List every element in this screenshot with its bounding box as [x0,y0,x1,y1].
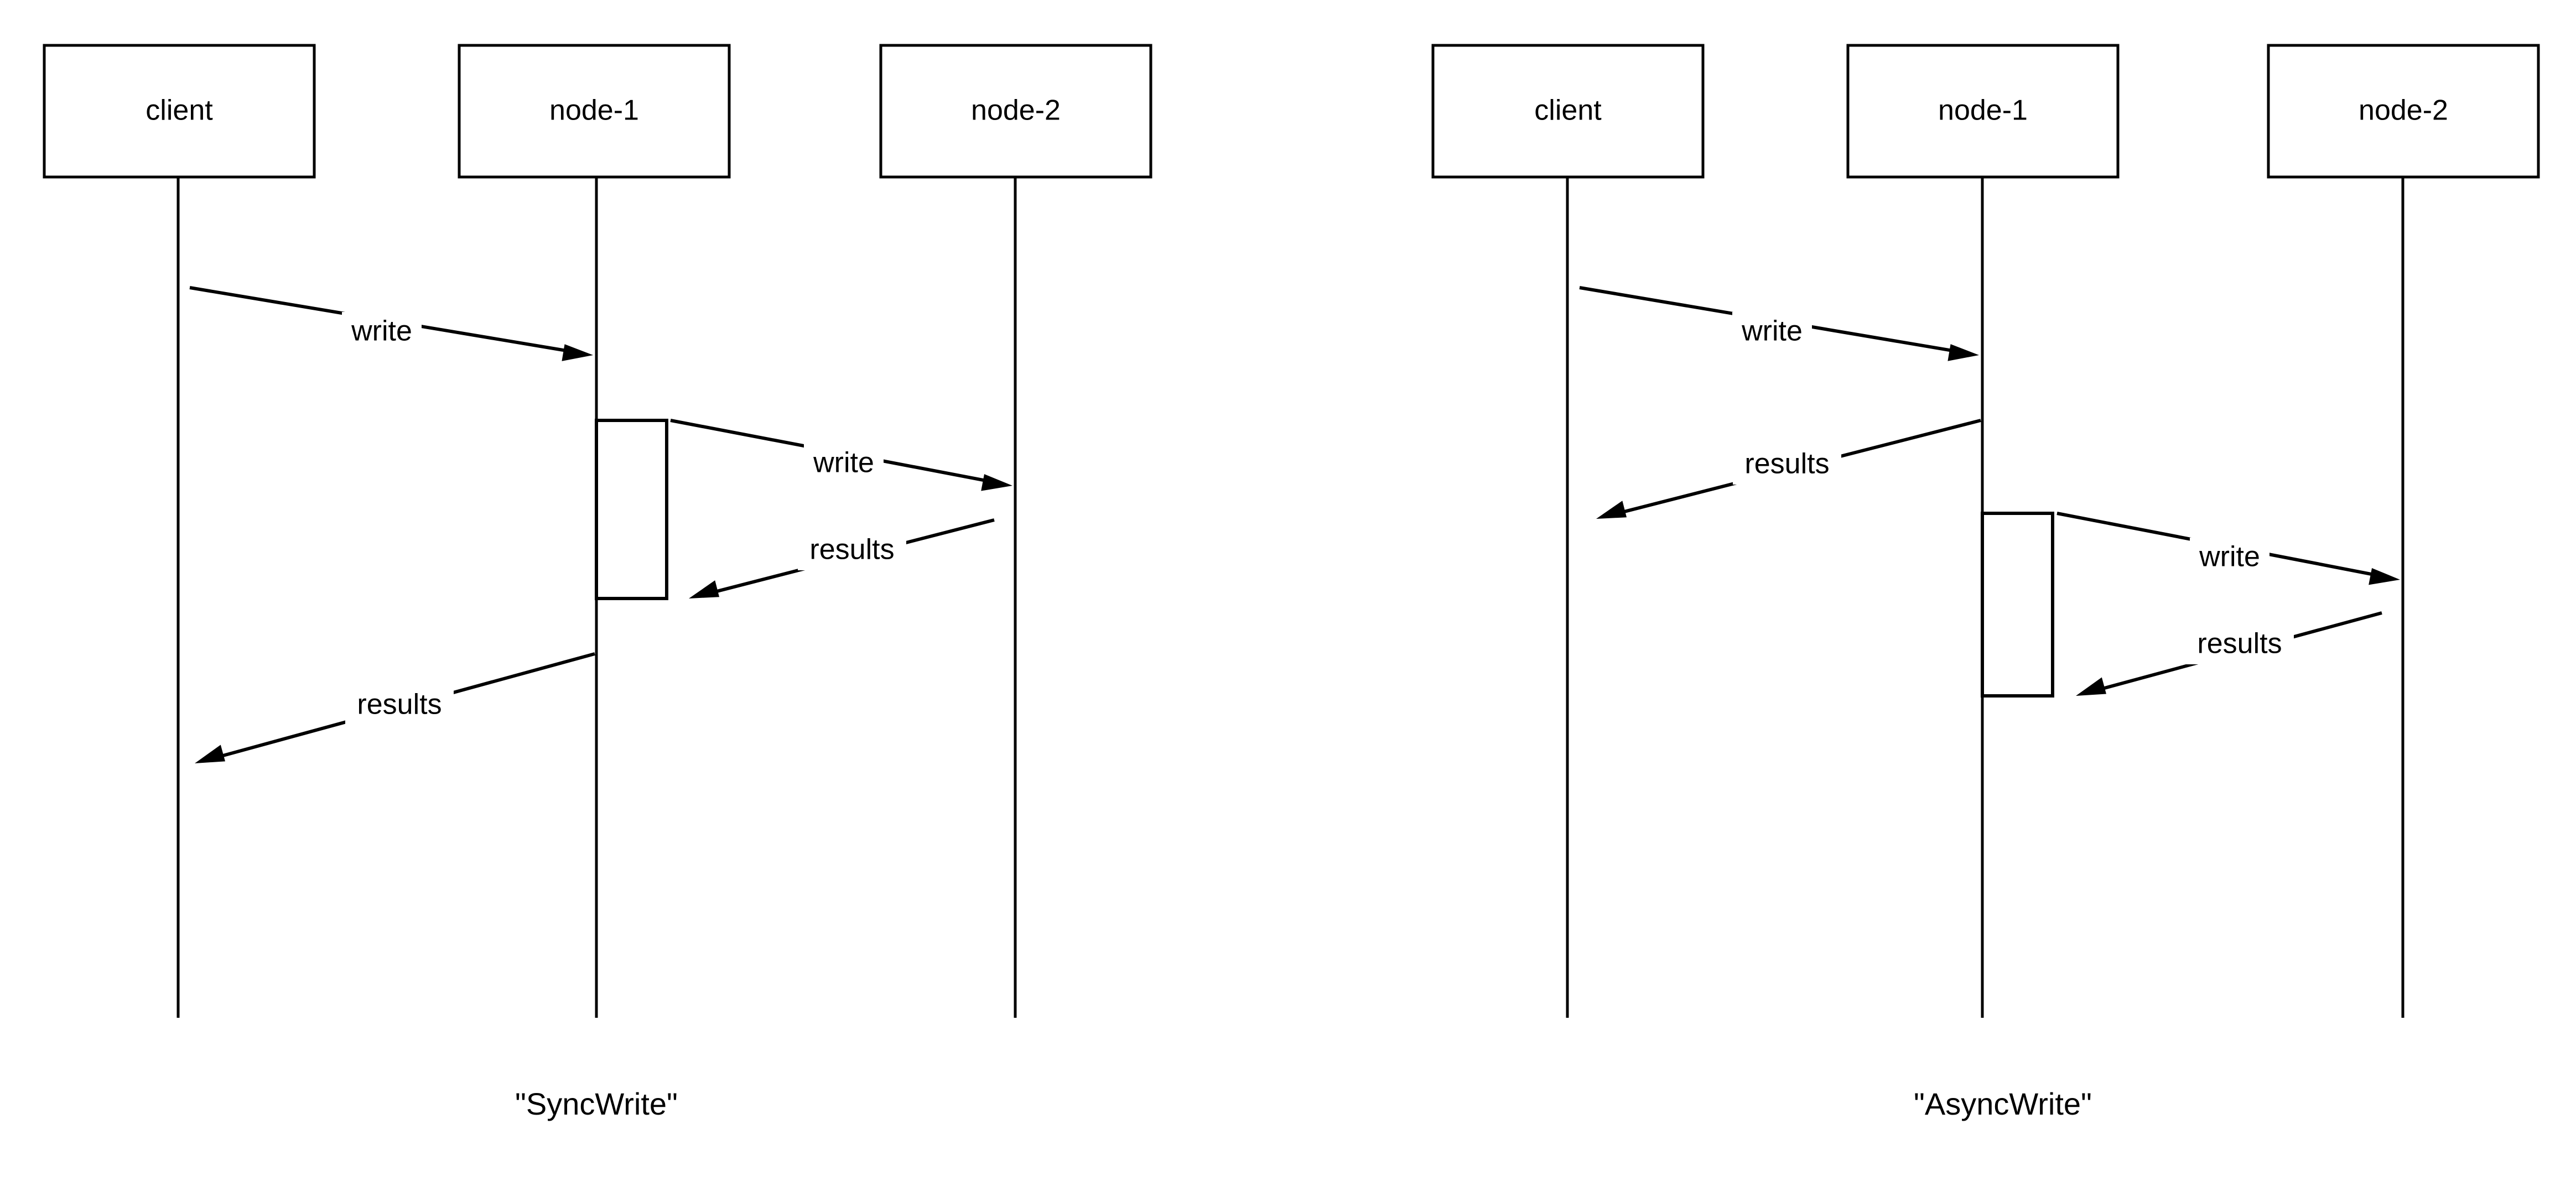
participant-box-node-1[interactable] [458,44,731,179]
diagram-caption-async-write: "AsyncWrite" [1914,1086,2092,1121]
message-label-backdrop [345,685,454,725]
message-label-backdrop [1732,312,1812,352]
message-write-0-0: write [189,286,593,361]
participant-box-node-2[interactable] [879,44,1152,179]
diagram-render-root: client node-1 node-2 write write results resul… [43,44,2540,1121]
sequence-diagram-sync-write: client node-1 node-2 write write results resul… [43,44,1152,1121]
message-arrowhead-icon [981,474,1012,491]
message-label: write [813,447,874,479]
participant-label-node-1: node-1 [1938,95,2028,127]
message-label-backdrop [342,312,422,352]
message-label-backdrop [2190,538,2269,577]
activation-box-node-1 [1981,512,2054,698]
message-label: write [2199,541,2260,573]
diagram-caption-sync-write: "SyncWrite" [515,1086,678,1121]
participant-box-node-1[interactable] [1846,44,2120,179]
message-label: write [1741,315,1803,347]
message-write-1-0: write [1579,286,1979,361]
message-label-backdrop [798,530,906,570]
message-write-0-1: write [670,419,1012,491]
message-arrowhead-icon [1947,344,1979,361]
message-label: results [2197,628,2282,660]
message-arrowhead-icon [195,745,225,763]
message-results-0-2: results [689,518,995,598]
message-label: results [1744,448,1829,480]
participant-label-node-2: node-2 [971,95,1061,127]
message-arrowhead-icon [2076,677,2106,696]
message-label: results [357,689,442,721]
sequence-diagram-async-write: client node-1 node-2 write results write resul… [1431,44,2540,1121]
participant-box-client[interactable] [1431,44,1705,179]
message-label-backdrop [804,444,884,483]
participant-box-client[interactable] [43,44,316,179]
participant-label-node-1: node-1 [549,95,639,127]
message-results-1-1: results [1596,419,1981,519]
message-write-1-2: write [2056,512,2400,585]
participant-label-client: client [146,95,213,127]
participant-label-client: client [1534,95,1602,127]
message-arrowhead-icon [1596,501,1627,519]
participant-label-node-2: node-2 [2359,95,2448,127]
message-arrowhead-icon [2369,568,2400,585]
message-arrowhead-icon [562,344,593,361]
activation-box-node-1 [595,419,668,600]
message-arrowhead-icon [689,580,720,598]
message-label-backdrop [2185,624,2294,664]
message-results-1-3: results [2076,611,2382,696]
message-label: results [809,534,894,566]
participant-box-node-2[interactable] [2267,44,2540,179]
message-label-backdrop [1733,445,1841,485]
message-results-0-3: results [195,652,595,763]
message-label: write [351,315,412,347]
